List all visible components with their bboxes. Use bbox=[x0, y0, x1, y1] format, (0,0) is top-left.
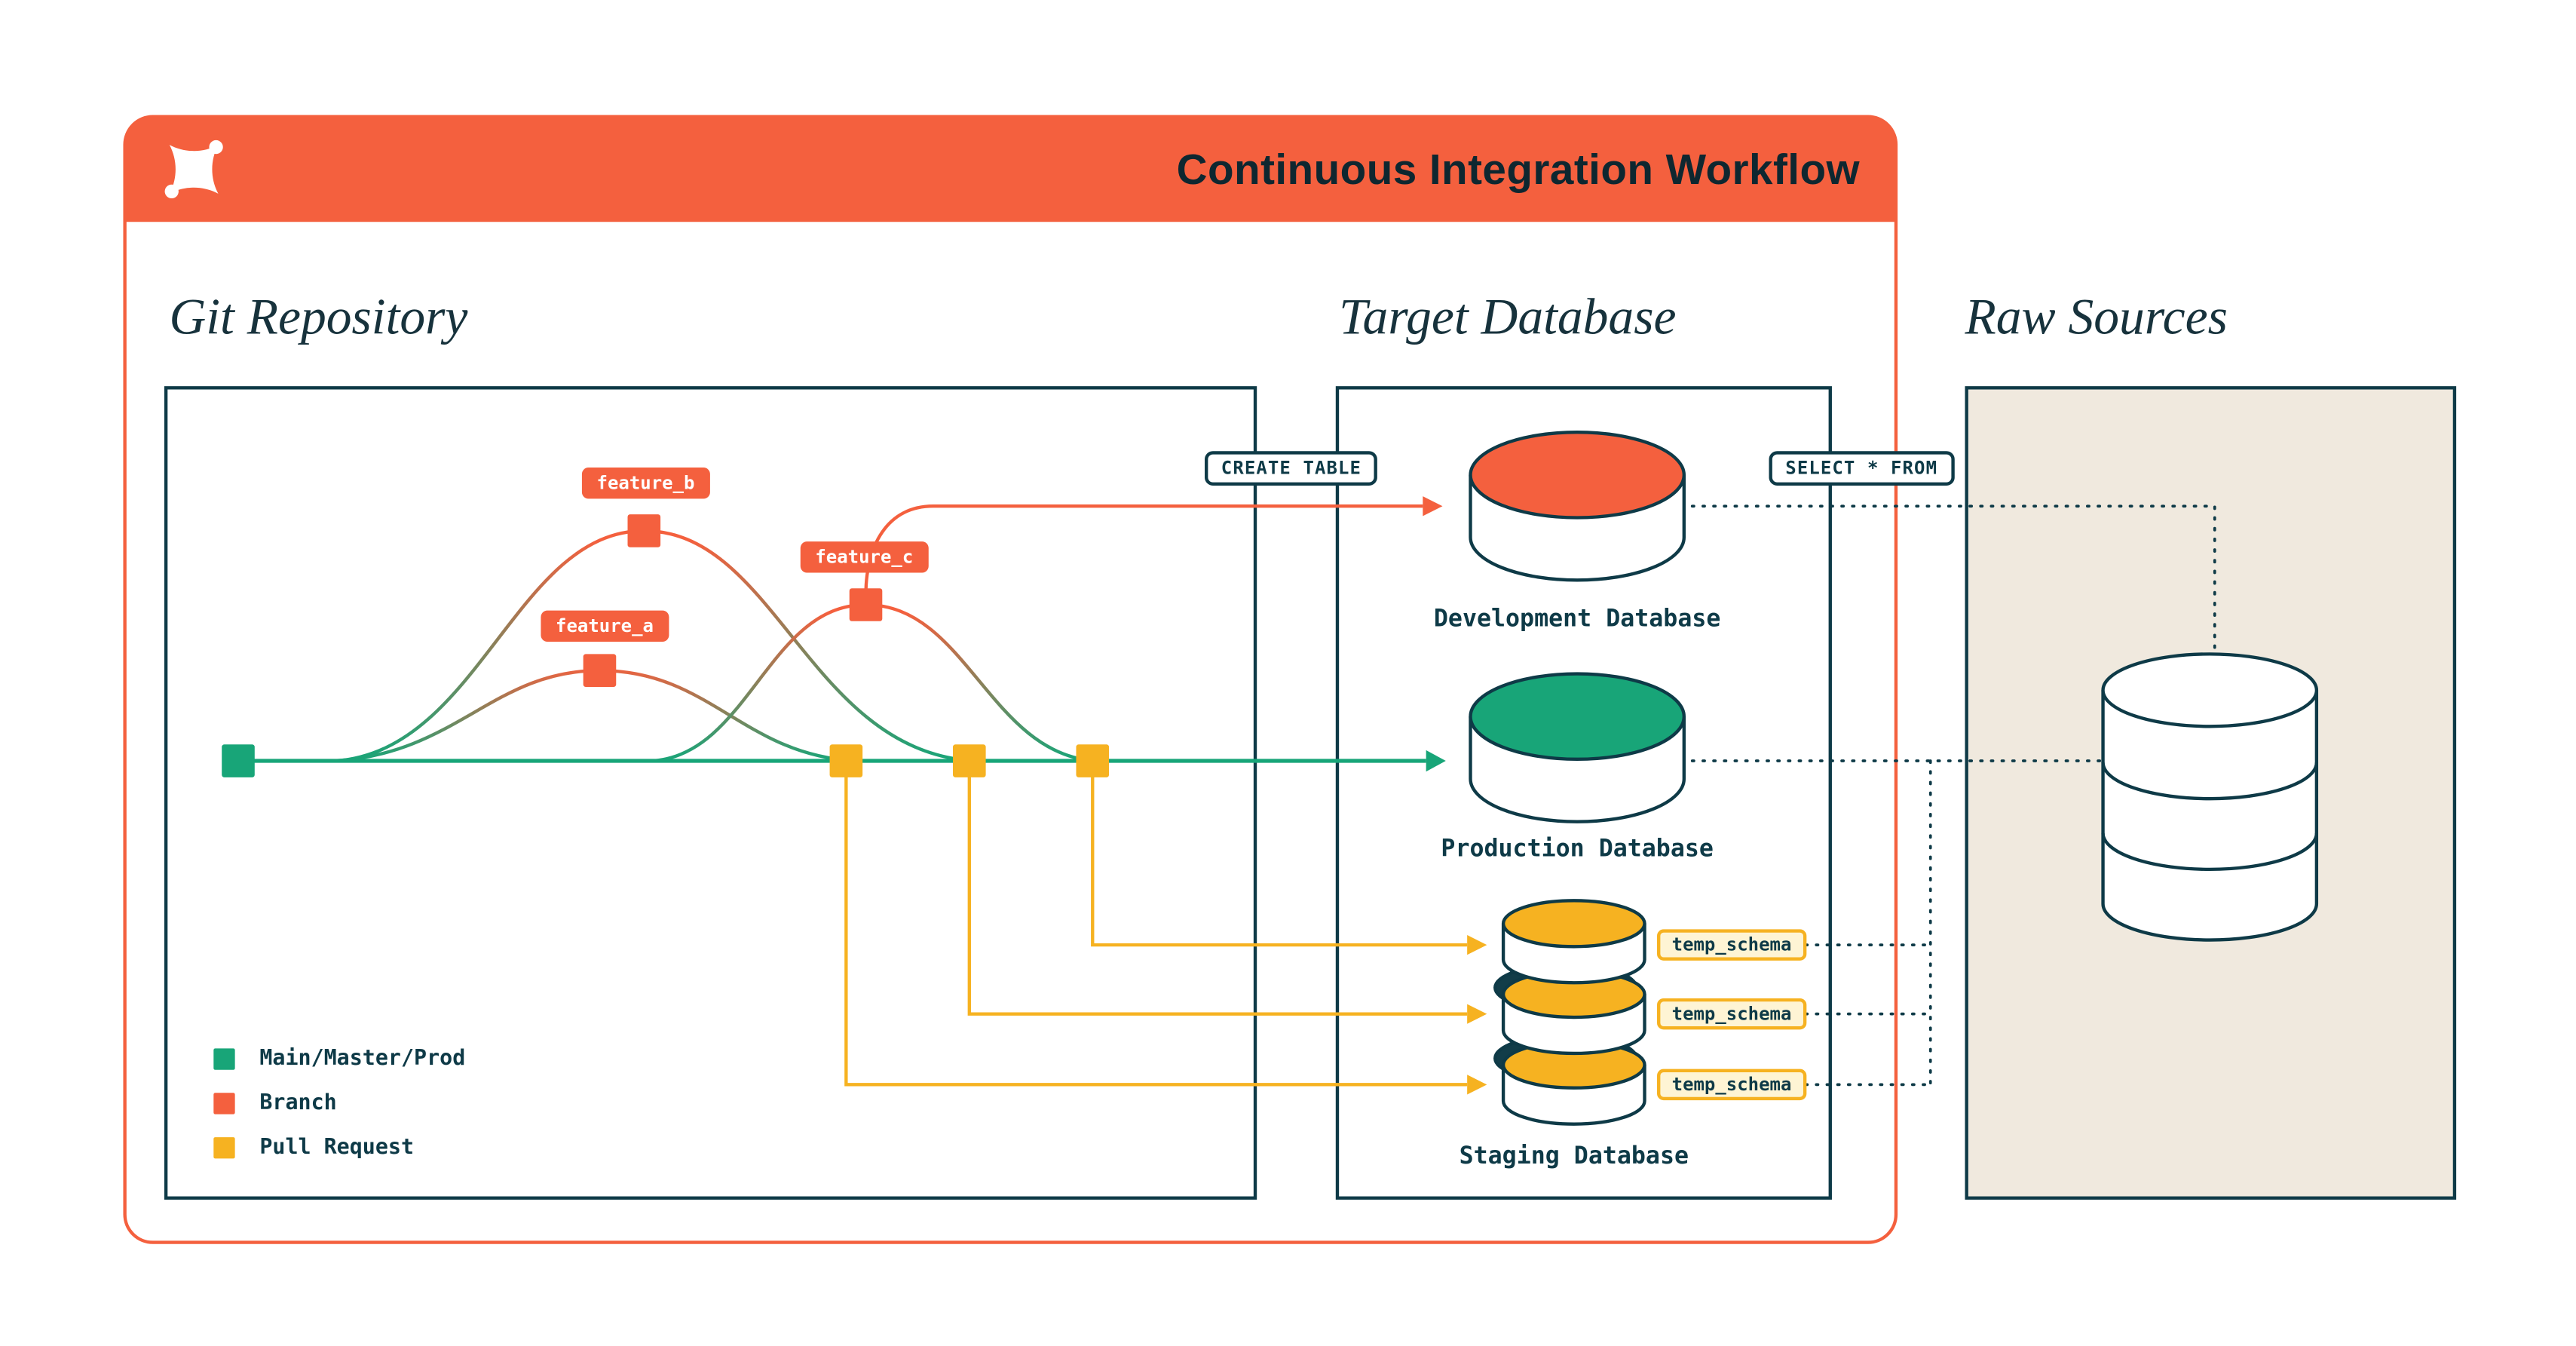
raw-sources-heading: Raw Sources bbox=[1965, 287, 2228, 345]
feature-b-label: feature_b bbox=[581, 468, 710, 499]
target-database-heading: Target Database bbox=[1339, 287, 1677, 345]
production-database-label: Production Database bbox=[1441, 836, 1714, 863]
feature-c-label: feature_c bbox=[800, 541, 928, 573]
legend-label-pull-request: Pull Request bbox=[259, 1135, 415, 1161]
temp-schema-badge-2: temp_schema bbox=[1657, 998, 1807, 1030]
raw-sources-panel bbox=[1965, 386, 2457, 1200]
legend-item-branch: Branch bbox=[213, 1091, 465, 1116]
select-from-badge: SELECT * FROM bbox=[1769, 451, 1954, 486]
card-header: Continuous Integration Workflow bbox=[124, 116, 1896, 222]
workflow-title: Continuous Integration Workflow bbox=[1176, 143, 1861, 194]
temp-schema-badge-3: temp_schema bbox=[1657, 1069, 1807, 1101]
legend-item-main: Main/Master/Prod bbox=[213, 1047, 465, 1072]
legend-label-branch: Branch bbox=[259, 1091, 337, 1116]
feature-a-label: feature_a bbox=[541, 610, 669, 642]
legend-label-main: Main/Master/Prod bbox=[259, 1047, 466, 1072]
pull-request-swatch bbox=[213, 1137, 235, 1159]
dbt-logo-icon bbox=[164, 140, 223, 199]
git-repository-heading: Git Repository bbox=[169, 287, 468, 345]
legend-item-pull-request: Pull Request bbox=[213, 1136, 465, 1161]
temp-schema-badge-1: temp_schema bbox=[1657, 929, 1807, 961]
create-table-badge: CREATE TABLE bbox=[1205, 451, 1378, 486]
development-database-label: Development Database bbox=[1433, 606, 1721, 633]
staging-database-label: Staging Database bbox=[1459, 1143, 1689, 1170]
main-branch-swatch bbox=[213, 1048, 235, 1070]
branch-swatch bbox=[213, 1093, 235, 1115]
git-legend: Main/Master/Prod Branch Pull Request bbox=[213, 1047, 465, 1161]
